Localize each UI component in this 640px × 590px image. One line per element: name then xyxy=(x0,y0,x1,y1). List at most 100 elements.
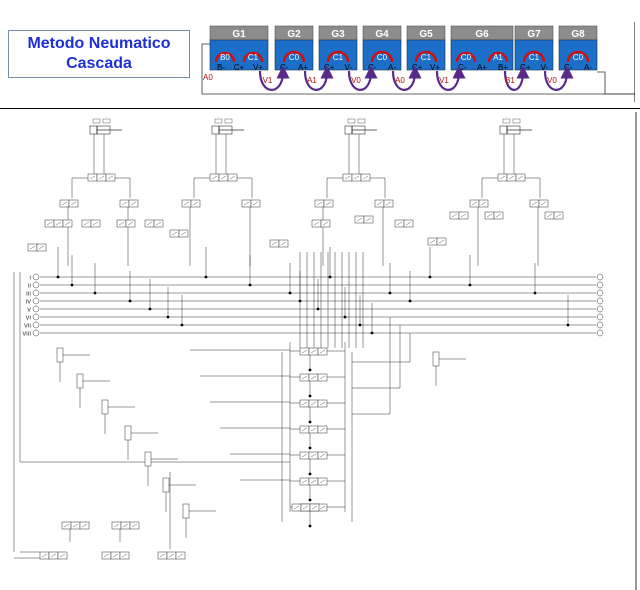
valve xyxy=(27,243,47,252)
valve-arrow xyxy=(517,175,524,180)
junction xyxy=(308,368,312,372)
valve-arrow xyxy=(70,201,77,206)
action-d: V- xyxy=(540,63,548,72)
valve xyxy=(81,219,101,228)
junction xyxy=(166,315,170,319)
signal-valve xyxy=(314,199,334,208)
transition-3: V0 xyxy=(347,65,378,91)
return-line xyxy=(201,43,606,95)
group-panel xyxy=(558,39,598,71)
title-line-2: Cascada xyxy=(66,55,132,72)
valve-arrow xyxy=(280,241,287,246)
sensor xyxy=(92,118,101,124)
valve-arrow xyxy=(310,427,317,432)
action-d: A+ xyxy=(477,63,487,72)
valve-arrow xyxy=(438,239,445,244)
group-label: G8 xyxy=(571,29,585,40)
valve-arrow xyxy=(61,201,68,206)
signal-arc xyxy=(282,50,306,63)
bus-label: II xyxy=(28,284,32,290)
sensor xyxy=(224,118,233,124)
valve-arrow xyxy=(118,221,125,226)
bus-label: VII xyxy=(24,324,31,330)
roller-valve xyxy=(144,451,152,467)
signal-b: C1 xyxy=(248,53,259,62)
group-label: G4 xyxy=(375,29,389,40)
group-panel xyxy=(362,39,402,71)
start-valve xyxy=(157,551,186,560)
valve-arrow xyxy=(480,201,487,206)
valve-arrow xyxy=(365,217,372,222)
memory-valve-4 xyxy=(299,425,328,434)
junction xyxy=(328,275,332,279)
bus-port-right xyxy=(596,289,604,297)
valve xyxy=(144,219,164,228)
valve-arrow xyxy=(38,245,45,250)
signal-a: C0 xyxy=(377,53,388,62)
junction xyxy=(70,283,74,287)
valve xyxy=(394,219,414,228)
signal-valve xyxy=(59,199,79,208)
valve-arrow xyxy=(385,201,392,206)
signal-a: C0 xyxy=(289,53,300,62)
valve-arrow xyxy=(353,175,360,180)
valve-arrow xyxy=(41,553,48,558)
junction xyxy=(308,472,312,476)
group-panel xyxy=(274,39,314,71)
transition-arrow xyxy=(258,65,290,91)
valve-arrow xyxy=(92,221,99,226)
junction xyxy=(428,275,432,279)
signal-a: C0 xyxy=(573,53,584,62)
valve-arrow xyxy=(155,221,162,226)
valve-arrow xyxy=(83,221,90,226)
signal-a: C1 xyxy=(333,53,344,62)
group-label: G6 xyxy=(475,29,489,40)
bus-port-right xyxy=(596,281,604,289)
junction xyxy=(204,275,208,279)
transition-6: B1 xyxy=(503,65,530,91)
valve-arrow xyxy=(311,505,318,510)
transition-1: V1 xyxy=(258,65,290,91)
valve-arrow xyxy=(319,427,326,432)
valve-arrow xyxy=(310,349,317,354)
action-e: B+ xyxy=(498,63,508,72)
transition-arrow xyxy=(543,65,574,91)
valve-arrow xyxy=(220,175,227,180)
group-panel xyxy=(406,39,446,71)
memory-valve-3 xyxy=(299,399,328,408)
action-c: C- xyxy=(280,63,289,72)
junction xyxy=(316,307,320,311)
start-valve xyxy=(39,551,68,560)
bus-port-left xyxy=(32,329,40,337)
valve-arrow xyxy=(113,523,120,528)
junction xyxy=(308,524,312,528)
valve-arrow xyxy=(183,201,190,206)
valve-arrow xyxy=(112,553,119,558)
valve-arrow xyxy=(131,523,138,528)
transition-arrow xyxy=(503,65,530,91)
signal-a: C0 xyxy=(461,53,472,62)
valve-arrow xyxy=(55,221,62,226)
memory-valve-5 xyxy=(299,451,328,460)
valve-arrow xyxy=(376,201,383,206)
sensor xyxy=(502,118,511,124)
valve-arrow xyxy=(211,175,218,180)
valve-arrow xyxy=(319,505,326,510)
bus-port-left xyxy=(32,297,40,305)
action-d: C+ xyxy=(234,63,245,72)
action-d: A- xyxy=(388,63,396,72)
signal-arc xyxy=(414,50,438,63)
valve-arrow xyxy=(59,553,66,558)
valve-arrow xyxy=(130,201,137,206)
junction xyxy=(358,323,362,327)
valve-arrow xyxy=(72,523,79,528)
bus-port-left xyxy=(32,321,40,329)
valve-arrow xyxy=(81,523,88,528)
valve-arrow xyxy=(540,201,547,206)
roller-valve xyxy=(76,373,84,389)
signal-arc xyxy=(455,51,477,63)
power-valve xyxy=(209,173,238,182)
valve-arrow xyxy=(271,241,278,246)
